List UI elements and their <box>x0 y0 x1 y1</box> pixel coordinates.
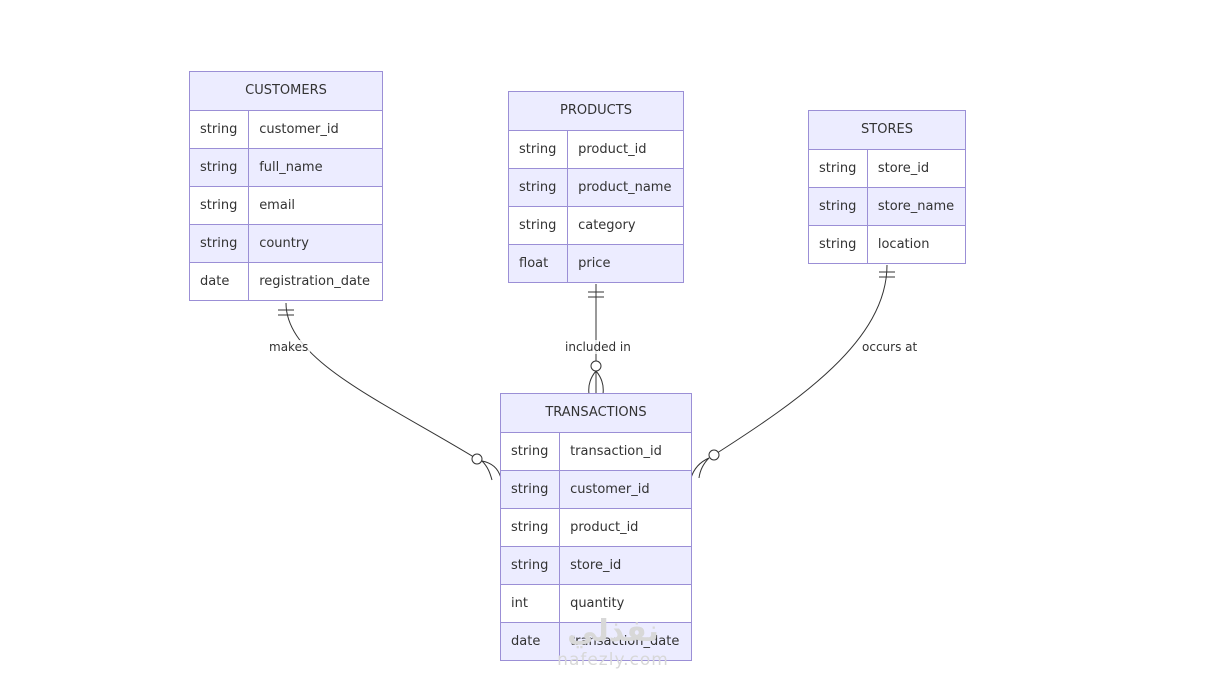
attribute-row: string transaction_id <box>501 433 691 471</box>
attribute-name: quantity <box>559 584 691 623</box>
watermark: نفذلي nafezly.com <box>528 615 698 671</box>
stores-many-marker <box>690 449 720 479</box>
entity-title: TRANSACTIONS <box>501 394 691 433</box>
attribute-type: string <box>509 168 569 207</box>
relationship-label-occurs-at: occurs at <box>860 340 920 354</box>
products-one-marker <box>588 291 604 298</box>
customers-one-marker <box>278 309 294 316</box>
attribute-type: string <box>809 225 868 263</box>
customers-many-marker <box>471 453 502 481</box>
attribute-name: category <box>567 206 683 245</box>
attribute-row: string product_id <box>509 131 683 169</box>
attribute-type: string <box>501 508 561 547</box>
attribute-type: string <box>809 187 868 226</box>
watermark-arabic: نفذلي <box>567 614 659 649</box>
attribute-type: string <box>190 224 250 263</box>
relationship-label-included-in: included in <box>563 340 633 354</box>
watermark-latin: nafezly.com <box>557 650 669 670</box>
attribute-name: location <box>867 225 965 263</box>
attribute-type: float <box>509 244 569 282</box>
attribute-type: string <box>501 433 561 471</box>
attribute-type: int <box>501 584 561 623</box>
attribute-name: transaction_date <box>559 622 691 660</box>
attribute-name: transaction_id <box>570 444 662 459</box>
attribute-name: product_id <box>559 508 691 547</box>
entity-title: STORES <box>809 111 965 150</box>
relationship-label-makes: makes <box>267 340 311 354</box>
transactions-entity: TRANSACTIONS string transaction_id string… <box>500 393 692 661</box>
attribute-name: registration_date <box>248 262 382 300</box>
attribute-type: string <box>509 206 569 245</box>
attribute-type: string <box>509 131 569 169</box>
attribute-type: date <box>190 262 250 300</box>
attribute-name: country <box>248 224 382 263</box>
attribute-name: price <box>567 244 683 282</box>
attribute-type: string <box>501 546 561 585</box>
attribute-type: string <box>190 186 250 225</box>
attribute-type: string <box>809 150 868 188</box>
attribute-type: string <box>501 470 561 509</box>
occurs-at-line <box>713 264 888 456</box>
products-many-marker <box>588 360 604 395</box>
attribute-name: email <box>248 186 382 225</box>
attribute-name: customer_id <box>559 470 691 509</box>
attribute-name: customer_id <box>259 122 339 137</box>
attribute-type: string <box>190 148 250 187</box>
makes-line <box>285 302 478 460</box>
attribute-row: string store_id <box>809 150 965 188</box>
attribute-name: product_name <box>567 168 683 207</box>
attribute-name: full_name <box>248 148 382 187</box>
attribute-type: string <box>190 111 250 149</box>
stores-one-marker <box>879 271 895 278</box>
attribute-type: date <box>501 622 561 660</box>
entity-title: PRODUCTS <box>509 92 683 131</box>
attribute-name: store_id <box>877 161 930 176</box>
attribute-name: product_id <box>578 142 647 157</box>
attribute-row: string customer_id <box>190 111 382 149</box>
attribute-name: store_id <box>559 546 691 585</box>
entity-title: CUSTOMERS <box>190 72 382 111</box>
attribute-name: store_name <box>867 187 965 226</box>
